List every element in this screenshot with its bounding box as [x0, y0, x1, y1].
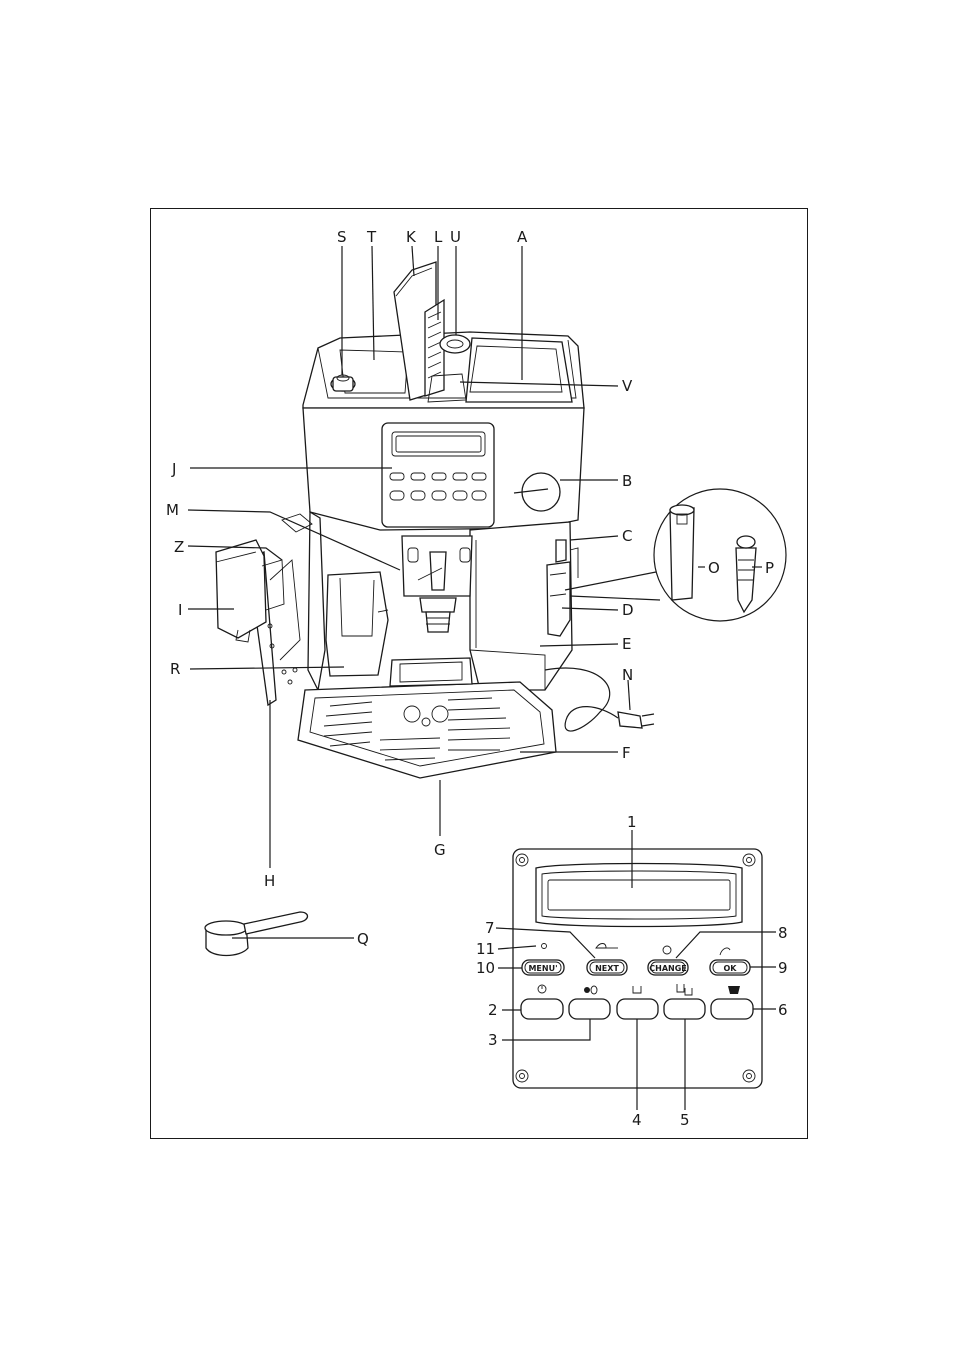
ok-button-text: OK: [724, 964, 738, 973]
label-10: 10: [476, 959, 495, 977]
next-button-text: NEXT: [595, 964, 619, 973]
label-3: 3: [488, 1031, 498, 1049]
control-panel-detail: [512, 848, 763, 1089]
label-N: N: [622, 666, 633, 684]
label-F: F: [622, 744, 631, 762]
menu-button-text: MENU': [528, 964, 557, 973]
label-B: B: [622, 472, 632, 490]
panel-labels: 1 7 8 11 10 9 2 6 3 4 5: [476, 813, 788, 1129]
label-4: 4: [632, 1111, 642, 1129]
label-K: K: [406, 228, 417, 246]
label-P: P: [765, 559, 774, 577]
label-E: E: [622, 635, 631, 653]
machine-labels: S T K L U A V J B M C Z O P I D E R N F …: [166, 228, 774, 948]
label-Q: Q: [357, 930, 369, 948]
measuring-scoop: [204, 911, 309, 957]
label-5: 5: [680, 1111, 690, 1129]
label-D: D: [622, 601, 634, 619]
label-7: 7: [485, 919, 495, 937]
label-9: 9: [778, 959, 788, 977]
label-J: J: [171, 460, 176, 478]
label-C: C: [622, 527, 632, 545]
label-11: 11: [476, 940, 495, 958]
label-O: O: [708, 559, 720, 577]
label-G: G: [434, 841, 446, 859]
label-8: 8: [778, 924, 788, 942]
panel-leader-lines: [495, 830, 776, 1110]
label-2: 2: [488, 1001, 498, 1019]
label-Z: Z: [174, 538, 184, 556]
label-S: S: [337, 228, 347, 246]
label-H: H: [264, 872, 275, 890]
leader-lines: [187, 245, 762, 939]
label-6: 6: [778, 1001, 788, 1019]
panel-button-texts: MENU' NEXT CHANGE OK: [528, 964, 737, 973]
label-R: R: [170, 660, 180, 678]
label-1: 1: [627, 813, 637, 831]
nozzle-detail: [564, 488, 787, 622]
label-M: M: [166, 501, 179, 519]
coffee-machine: [215, 261, 655, 779]
label-U: U: [450, 228, 461, 246]
label-T: T: [366, 228, 377, 246]
label-V: V: [622, 377, 633, 395]
diagram-frame: [150, 208, 808, 1139]
label-A: A: [517, 228, 528, 246]
change-button-text: CHANGE: [649, 964, 686, 973]
label-I: I: [178, 601, 182, 619]
label-L: L: [434, 228, 443, 246]
